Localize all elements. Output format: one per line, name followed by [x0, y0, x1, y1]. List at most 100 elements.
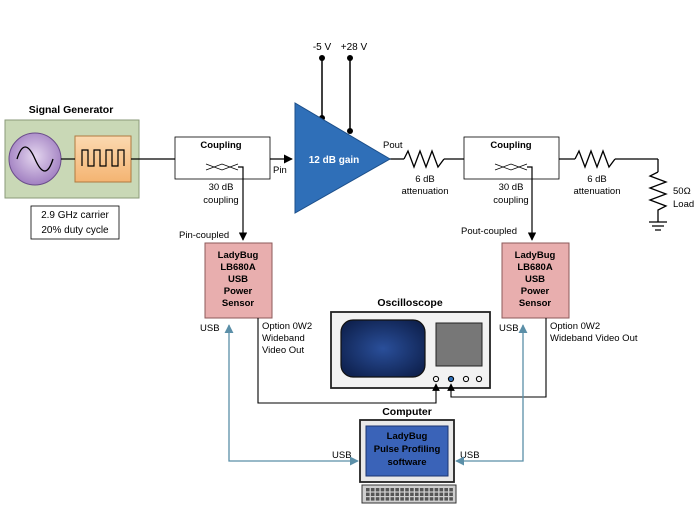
keyboard-key [410, 492, 414, 496]
computer-screen-line-1: LadyBug [387, 431, 428, 442]
keyboard-key [385, 497, 390, 501]
keyboard-key [395, 488, 399, 492]
load: 50Ω Load [648, 159, 694, 231]
keyboard-key [449, 492, 453, 496]
oscilloscope-input-2 [447, 375, 455, 383]
coupler-1-value: 30 dB [209, 182, 234, 193]
attenuator-1-resistor-icon [403, 149, 445, 169]
keyboard-key [400, 488, 404, 492]
pout-coupled-label: Pout-coupled [461, 226, 517, 237]
sensor-left-line-5: Sensor [222, 298, 255, 309]
keyboard-key [380, 488, 385, 492]
keyboard-key [439, 488, 444, 492]
sensor-right-line-2: LB680A [517, 262, 553, 273]
sensor-left-usb-label: USB [200, 323, 220, 334]
sensor-left-box [204, 242, 273, 319]
keyboard-key [434, 497, 439, 501]
coupler-1-box [174, 136, 271, 180]
supply-neg-label: -5 V [313, 42, 332, 53]
coupler-1: Coupling 30 dB coupling [174, 136, 271, 241]
keyboard-key [390, 497, 395, 501]
sensor-right-line-1: LadyBug [515, 250, 556, 261]
signal-generator-title: Signal Generator [29, 104, 114, 116]
amplifier-triangle [294, 102, 391, 214]
sensor-right-usb-label: USB [499, 323, 519, 334]
coupler-2-unit: coupling [493, 195, 528, 206]
pulse-train-icon [74, 135, 132, 183]
keyboard-key [415, 492, 419, 496]
keyboard-key [410, 497, 414, 501]
keyboard-key [395, 497, 399, 501]
sensor-right-box [501, 242, 570, 319]
keyboard-key [390, 488, 395, 492]
keyboard-key [419, 488, 424, 492]
oscilloscope-panel [435, 322, 483, 367]
keyboard-key [429, 488, 434, 492]
signal-generator: Signal Generator 2.9 GHz carrier 20% dut… [4, 104, 140, 240]
attenuator-2-unit: attenuation [573, 186, 620, 197]
load-resistor-icon [648, 171, 668, 222]
attenuator-1-value: 6 dB [415, 174, 435, 185]
sensor-right-line-5: Sensor [519, 298, 552, 309]
keyboard-key [400, 497, 404, 501]
amplifier-gain: 12 dB gain [309, 155, 360, 166]
load-impedance: 50Ω [673, 186, 691, 197]
sensor-right-line-3: USB [525, 274, 545, 285]
keyboard-key [370, 497, 375, 501]
sensor-left-video-1: Option 0W2 [262, 321, 312, 332]
keyboard-key [444, 492, 448, 496]
keyboard-key [424, 492, 429, 496]
sensor-left-video-2: Wideband [262, 333, 305, 344]
attenuator-2-resistor-icon [574, 149, 616, 169]
keyboard-key [429, 497, 434, 501]
keyboard-key [410, 488, 414, 492]
oscilloscope-input-1 [432, 375, 440, 383]
coupler-1-unit: coupling [203, 195, 238, 206]
keyboard-key [375, 492, 380, 496]
keyboard-key [415, 488, 419, 492]
keyboard-key [424, 488, 429, 492]
keyboard-key [405, 488, 409, 492]
coupler-2-title: Coupling [490, 140, 531, 151]
supply-pos-label: +28 V [341, 42, 368, 53]
oscilloscope-screen [340, 319, 426, 378]
sensor-left-line-4: Power [224, 286, 253, 297]
computer-screen-line-3: software [387, 457, 426, 468]
attenuator-1: 6 dB attenuation [401, 149, 449, 197]
keyboard-key [405, 492, 409, 496]
sensor-left-line-2: LB680A [220, 262, 256, 273]
coupler-2: Coupling 30 dB coupling [463, 136, 560, 241]
keyboard-key [385, 488, 390, 492]
keyboard-key [366, 497, 370, 501]
attenuator-1-unit: attenuation [401, 186, 448, 197]
keyboard-key [395, 492, 399, 496]
keyboard-key [366, 488, 370, 492]
keyboard-key [419, 492, 424, 496]
keyboard-key [444, 488, 448, 492]
computer-title: Computer [382, 406, 432, 418]
pin-label: Pin [273, 165, 287, 176]
sensor-left-video-3: Video Out [262, 345, 304, 356]
sensor-right-video-1: Option 0W2 [550, 321, 600, 332]
keyboard-key [434, 488, 439, 492]
coupler-1-cross-icon [205, 163, 239, 171]
sensor-right-line-4: Power [521, 286, 550, 297]
sensor-right-video-2: Wideband Video Out [550, 333, 638, 344]
keyboard-key [434, 492, 439, 496]
computer: Computer LadyBug Pulse Profiling softwar… [332, 406, 480, 504]
coupler-2-cross-icon [494, 163, 528, 171]
carrier-info-box [30, 205, 120, 240]
duty-cycle: 20% duty cycle [41, 225, 109, 236]
computer-screen [365, 425, 449, 477]
keyboard-key [370, 492, 375, 496]
oscilloscope-title: Oscilloscope [377, 297, 443, 309]
pout-label: Pout [383, 140, 403, 151]
keyboard-key [375, 497, 380, 501]
amplifier: 12 dB gain Pout [294, 102, 403, 214]
computer-screen-line-2: Pulse Profiling [374, 444, 441, 455]
carrier-frequency: 2.9 GHz carrier [41, 210, 109, 221]
sensor-left-line-3: USB [228, 274, 248, 285]
attenuator-2: 6 dB attenuation [573, 149, 621, 197]
keyboard-key [429, 492, 434, 496]
